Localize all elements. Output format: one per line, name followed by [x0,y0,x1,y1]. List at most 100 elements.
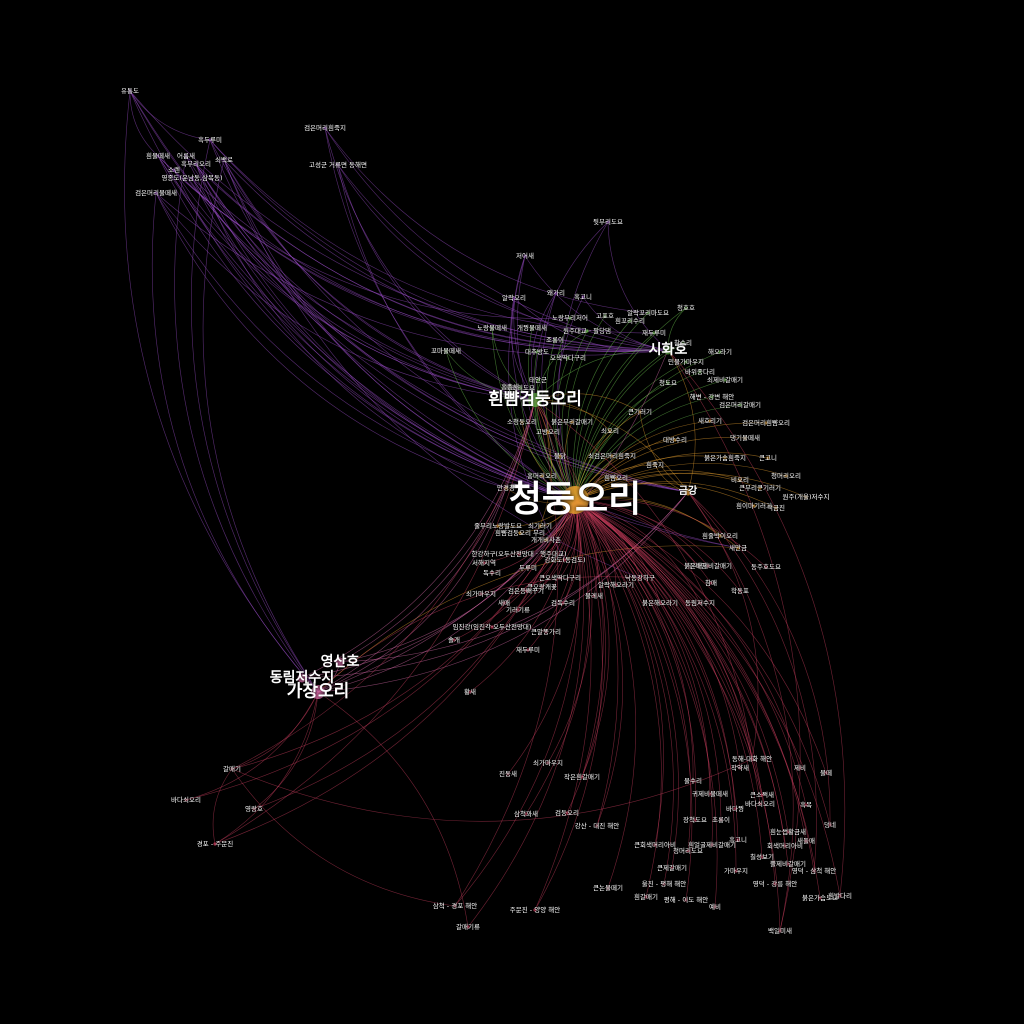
node-dot[interactable] [540,474,544,478]
node-dot[interactable] [734,869,738,873]
node-dot[interactable] [784,474,788,478]
node-dot[interactable] [774,506,778,510]
node-dot[interactable] [208,138,212,142]
node-dot[interactable] [738,478,742,482]
node-dot[interactable] [710,395,714,399]
node-dot[interactable] [764,565,768,569]
node-dot[interactable] [786,830,790,834]
node-dot[interactable] [517,552,521,556]
node-dot[interactable] [713,905,717,909]
node-dot[interactable] [535,350,539,354]
node-dot[interactable] [766,456,770,460]
node-dot[interactable] [736,838,740,842]
node-dot[interactable] [172,168,176,172]
node-dot[interactable] [566,356,570,360]
node-dot[interactable] [520,420,524,424]
node-dot[interactable] [453,904,457,908]
node-dot[interactable] [468,690,472,694]
node-dot[interactable] [526,648,530,652]
node-dot[interactable] [698,601,702,605]
node-dot[interactable] [592,594,596,598]
node-dot[interactable] [824,771,828,775]
node-dot[interactable] [603,314,607,318]
node-dot[interactable] [673,438,677,442]
node-dot[interactable] [512,296,516,300]
node-dot[interactable] [614,476,618,480]
node-dot[interactable] [580,775,584,779]
node-dot[interactable] [553,338,557,342]
node-dot[interactable] [663,345,673,355]
node-dot[interactable] [706,564,710,568]
node-dot[interactable] [738,589,742,593]
node-dot[interactable] [570,420,574,424]
node-dot[interactable] [786,862,790,866]
node-dot[interactable] [526,566,530,570]
node-dot[interactable] [653,843,657,847]
node-dot[interactable] [518,531,522,535]
node-dot[interactable] [222,158,226,162]
node-dot[interactable] [684,488,692,496]
node-dot[interactable] [524,812,528,816]
node-dot[interactable] [644,895,648,899]
node-dot[interactable] [758,802,762,806]
node-dot[interactable] [565,811,569,815]
node-dot[interactable] [681,341,685,345]
node-dot[interactable] [691,779,695,783]
node-dot[interactable] [523,254,527,258]
node-dot[interactable] [595,824,599,828]
node-dot[interactable] [646,311,650,315]
node-dot[interactable] [783,844,787,848]
node-dot[interactable] [297,673,307,683]
node-dot[interactable] [736,546,740,550]
node-dot[interactable] [190,176,194,180]
node-dot[interactable] [666,381,670,385]
node-dot[interactable] [606,886,610,890]
node-dot[interactable] [638,576,642,580]
node-dot[interactable] [733,807,737,811]
node-dot[interactable] [684,306,688,310]
node-dot[interactable] [652,331,656,335]
node-dot[interactable] [778,929,782,933]
node-dot[interactable] [336,163,340,167]
node-dot[interactable] [554,291,558,295]
node-dot[interactable] [662,882,666,886]
node-dot[interactable] [606,220,610,224]
node-dot[interactable] [698,370,702,374]
node-dot[interactable] [538,524,542,528]
node-dot[interactable] [506,772,510,776]
node-dot[interactable] [718,534,722,538]
node-dot[interactable] [738,403,742,407]
node-dot[interactable] [335,657,345,667]
node-dot[interactable] [752,504,756,508]
node-dot[interactable] [502,601,506,605]
node-dot[interactable] [479,592,483,596]
node-dot[interactable] [696,564,700,568]
node-dot[interactable] [610,454,614,458]
node-dot[interactable] [684,898,688,902]
node-dot[interactable] [608,429,612,433]
node-dot[interactable] [738,766,742,770]
node-dot[interactable] [750,757,754,761]
node-dot[interactable] [628,319,632,323]
node-dot[interactable] [804,803,808,807]
node-dot[interactable] [533,908,537,912]
node-dot[interactable] [838,894,842,898]
node-dot[interactable] [452,638,456,642]
node-dot[interactable] [804,839,808,843]
node-dot[interactable] [444,349,448,353]
node-dot[interactable] [323,126,327,130]
node-dot[interactable] [638,410,642,414]
node-dot[interactable] [709,581,713,585]
node-dot[interactable] [798,766,802,770]
node-dot[interactable] [719,818,723,822]
node-dot[interactable] [684,360,688,364]
node-dot[interactable] [194,162,198,166]
node-dot[interactable] [490,326,494,330]
node-dot[interactable] [812,869,816,873]
node-dot[interactable] [764,421,768,425]
node-dot[interactable] [708,792,712,796]
node-dot[interactable] [544,538,548,542]
node-dot[interactable] [530,326,534,330]
node-dot[interactable] [504,486,508,490]
node-dot[interactable] [693,818,697,822]
